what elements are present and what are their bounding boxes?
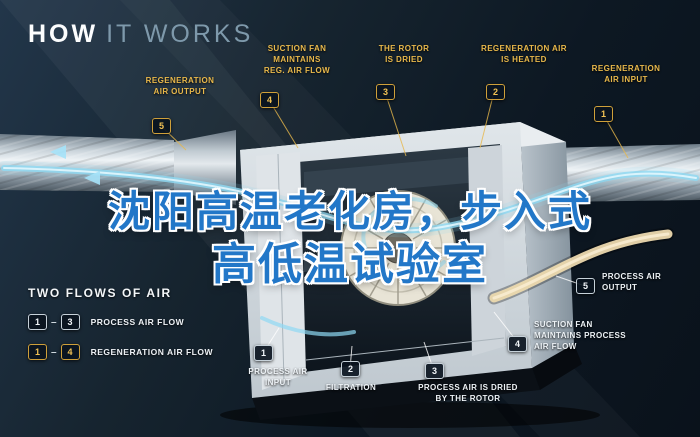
step-badge-process-1: 1 (254, 345, 273, 361)
step-badge-process-3: 3 (425, 363, 444, 379)
legend-separator: – (51, 346, 57, 358)
step-badge-regeneration-3: 3 (376, 84, 395, 100)
title-word-it-works: IT WORKS (106, 20, 254, 48)
callout-process-air-dried: PROCESS AIR IS DRIED BY THE ROTOR (418, 383, 518, 403)
callout-filtration: FILTRATION (325, 383, 377, 392)
legend-label-regeneration: REGENERATION AIR FLOW (90, 347, 213, 357)
callout-process-air-input: PROCESS AIR INPUT (248, 367, 308, 387)
legend-row-regeneration: 1 – 4 REGENERATION AIR FLOW (28, 344, 213, 360)
callout-regeneration-air-input: REGENERATION AIR INPUT (591, 64, 661, 84)
legend-badge-start: 1 (28, 314, 47, 330)
overlay-text-line2: 高低温试验室 (212, 239, 488, 290)
legend-badge-end: 4 (60, 344, 80, 360)
callout-rotor-is-dried: THE ROTOR IS DRIED (378, 44, 430, 64)
callout-process-air-output: PROCESS AIR OUTPUT (602, 272, 662, 292)
legend-badge-end: 3 (60, 314, 80, 330)
callout-regeneration-air-output: REGENERATION AIR OUTPUT (145, 76, 215, 96)
legend-separator: – (51, 316, 57, 328)
title-word-how: HOW (28, 20, 99, 48)
callout-regeneration-air-heated: REGENERATION AIR IS HEATED (481, 44, 567, 64)
legend-two-flows: TWO FLOWS OF AIR 1 – 3 PROCESS AIR FLOW … (28, 286, 213, 360)
step-badge-regeneration-1: 1 (594, 106, 613, 122)
dehumidifier-unit (240, 122, 582, 420)
step-badge-process-2: 2 (341, 361, 360, 377)
step-badge-process-4: 4 (508, 336, 527, 352)
overlay-text-line1: 沈阳高温老化房，步入式 (107, 187, 592, 236)
step-badge-regeneration-4: 4 (260, 92, 279, 108)
step-badge-regeneration-5: 5 (152, 118, 171, 134)
regeneration-airflow-ribbon (0, 161, 700, 277)
callout-suction-fan-process: SUCTION FAN MAINTAINS PROCESS AIR FLOW (534, 320, 626, 351)
legend-badge-start: 1 (28, 344, 47, 360)
legend-label-process: PROCESS AIR FLOW (90, 317, 185, 327)
step-badge-process-5: 5 (576, 278, 595, 294)
process-airflow-ribbon (260, 227, 675, 337)
legend-title: TWO FLOWS OF AIR (28, 286, 172, 300)
callout-suction-fan-regeneration: SUCTION FAN MAINTAINS REG. AIR FLOW (263, 44, 331, 75)
step-badge-regeneration-2: 2 (486, 84, 505, 100)
legend-row-process: 1 – 3 PROCESS AIR FLOW (28, 314, 213, 330)
airflow-arrows (50, 145, 100, 185)
